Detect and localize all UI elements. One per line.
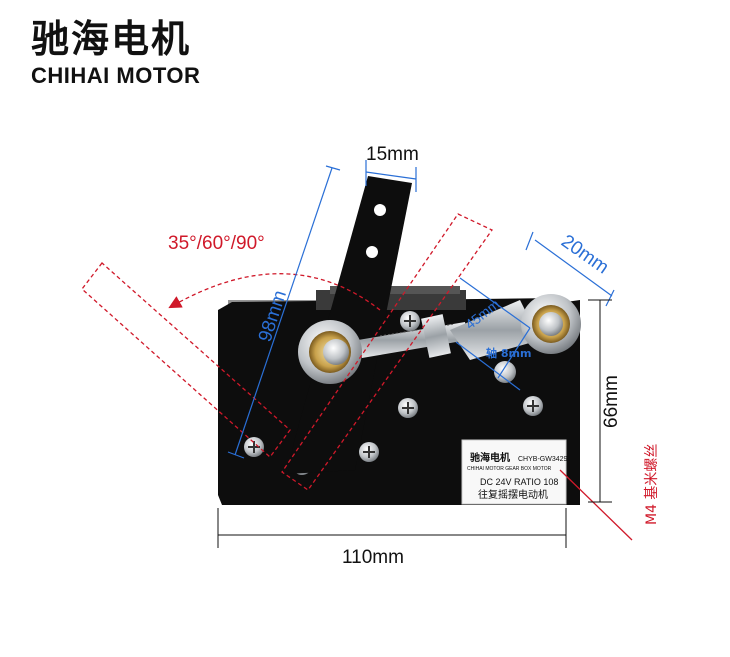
dim-width: 110mm <box>342 547 404 568</box>
rod-end-right <box>521 294 581 354</box>
screw-mid-center <box>398 398 418 418</box>
brand-name-en: CHIHAI MOTOR <box>31 63 201 88</box>
swing-angle-indicator <box>81 213 633 541</box>
rod-end-left <box>298 320 362 384</box>
brand-logo: 驰海电机 CHIHAI MOTOR <box>31 18 200 88</box>
nameplate-desc: 往复摇摆电动机 <box>478 488 548 501</box>
screw-bottom-mid <box>359 442 379 462</box>
nameplate-brand-en: CHIHAI MOTOR GEAR BOX MOTOR <box>467 466 552 472</box>
connecting-rod <box>358 300 540 360</box>
nameplate-model: CHYB-GW3429 <box>518 456 568 463</box>
dimension-lines <box>227 160 615 459</box>
screw-top-center <box>400 311 420 331</box>
screw-bottom-left <box>244 437 264 457</box>
swing-arm <box>288 176 412 474</box>
screw-callout: M4 基米螺丝 <box>643 444 660 525</box>
overall-dimensions <box>217 299 612 548</box>
brand-name-cn: 驰海电机 <box>31 17 192 61</box>
screw-right <box>523 396 543 416</box>
nameplate-spec: DC 24V RATIO 108 <box>480 477 558 487</box>
nameplate: 驰海电机 CHYB-GW3429 CHIHAI MOTOR GEAR BOX M… <box>461 439 568 505</box>
nameplate-brand: 驰海电机 <box>470 451 510 464</box>
dim-arm-width: 15mm <box>366 144 419 165</box>
dim-height: 66mm <box>601 375 622 428</box>
swing-angle-label: 35°/60°/90° <box>168 233 265 254</box>
dim-link-width: 20mm <box>557 231 612 278</box>
dim-shaft: 轴 8mm <box>486 346 531 360</box>
output-shaft <box>494 361 516 383</box>
